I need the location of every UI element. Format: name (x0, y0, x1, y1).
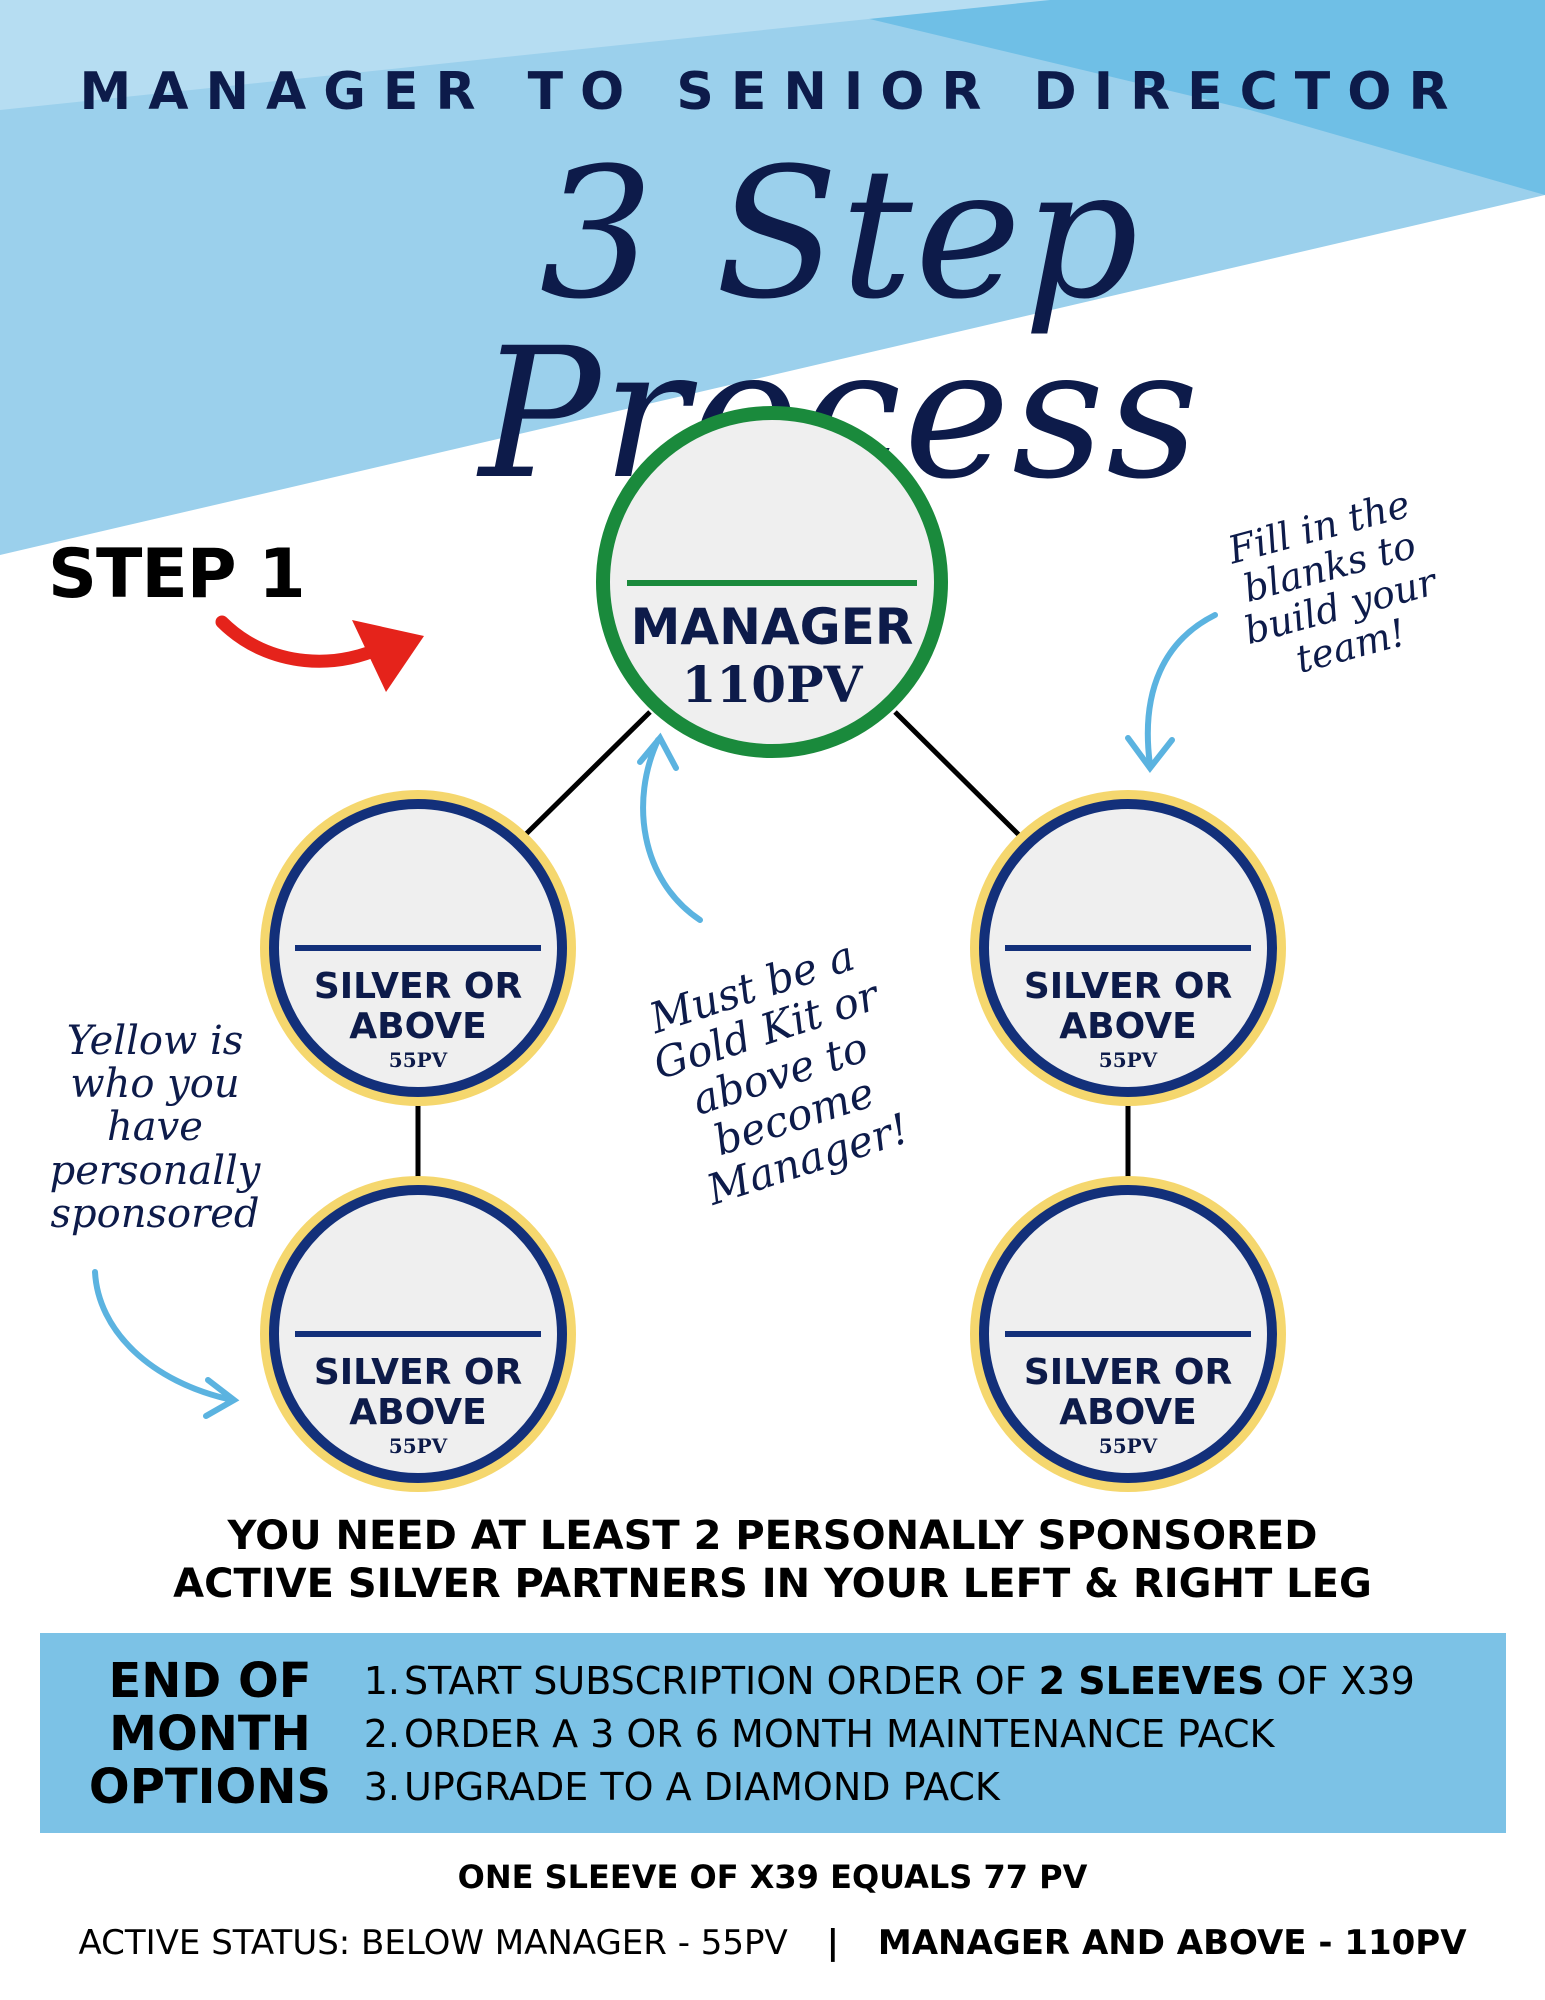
option-number: 2. (363, 1712, 400, 1756)
silver-node-line2: ABOVE (349, 1391, 487, 1433)
options-title-line: MONTH (109, 1705, 311, 1762)
silver-node-pv: 55PV (1098, 1048, 1158, 1073)
option-number: 3. (363, 1765, 400, 1809)
silver-name-blank (1005, 945, 1251, 951)
connector-left (520, 710, 652, 840)
manager-node-pv: 110PV (681, 655, 863, 714)
blue-arrow-gold-icon (637, 732, 703, 923)
note-line: personally (49, 1147, 261, 1194)
option-number: 1. (363, 1659, 400, 1703)
step-label: STEP 1 (48, 535, 306, 614)
silver-name-blank (295, 1331, 541, 1337)
background-blue-accent (790, 0, 1545, 195)
silver-node-left-upper-ring: SILVER OR ABOVE 55PV (260, 790, 576, 1106)
option-text: ORDER A 3 OR 6 MONTH MAINTENANCE PACK (404, 1712, 1275, 1756)
blue-arrow-yellow-icon (92, 1269, 240, 1419)
sleeve-pv-note: ONE SLEEVE OF X39 EQUALS 77 PV (457, 1858, 1088, 1896)
manager-name-blank (627, 580, 917, 586)
option-bold-text: 2 SLEEVES (1038, 1659, 1265, 1703)
silver-node-left-upper: SILVER OR ABOVE 55PV (269, 799, 567, 1097)
silver-node-left-lower-ring: SILVER OR ABOVE 55PV (260, 1176, 576, 1492)
connector-right (893, 710, 1024, 840)
note-line: Yellow is (66, 1018, 244, 1064)
requirement-line: YOU NEED AT LEAST 2 PERSONALLY SPONSORED (227, 1513, 1318, 1559)
silver-node-right-lower-ring: SILVER OR ABOVE 55PV (970, 1176, 1286, 1492)
background-blue-band (0, 0, 1545, 555)
silver-name-blank (295, 945, 541, 951)
silver-node-pv: 55PV (1098, 1434, 1158, 1459)
silver-node-line1: SILVER OR (1023, 966, 1233, 1007)
options-list: 1. START SUBSCRIPTION ORDER OF 2 SLEEVES… (360, 1655, 1500, 1814)
active-status-manager-above: MANAGER AND ABOVE - 110PV (877, 1923, 1467, 1963)
note-line: have (107, 1104, 203, 1151)
note-yellow-sponsored: Yellow is who you have personally sponso… (30, 1018, 280, 1237)
blue-arrow-fill-icon (1125, 612, 1218, 773)
option-text-end: OF X39 (1264, 1659, 1415, 1703)
silver-node-line2: ABOVE (1059, 1005, 1197, 1047)
silver-node-line1: SILVER OR (313, 966, 523, 1007)
requirement-line: ACTIVE SILVER PARTNERS IN YOUR LEFT & RI… (173, 1561, 1372, 1607)
active-status-separator: | (826, 1923, 840, 1963)
active-status-below-manager: ACTIVE STATUS: BELOW MANAGER - 55PV (78, 1923, 788, 1963)
silver-node-line1: SILVER OR (313, 1352, 523, 1393)
option-item: 3. UPGRADE TO A DIAMOND PACK (360, 1761, 1500, 1814)
page-title: MANAGER TO SENIOR DIRECTOR (79, 62, 1466, 122)
options-panel (40, 1633, 1506, 1833)
note-line: sponsored (50, 1190, 260, 1237)
option-item: 2. ORDER A 3 OR 6 MONTH MAINTENANCE PACK (360, 1708, 1500, 1761)
manager-node: MANAGER 110PV (596, 406, 948, 758)
requirement-text: YOU NEED AT LEAST 2 PERSONALLY SPONSORED… (0, 1512, 1545, 1608)
option-text: UPGRADE TO A DIAMOND PACK (404, 1765, 1000, 1809)
silver-node-right-lower: SILVER OR ABOVE 55PV (979, 1185, 1277, 1483)
options-title: END OF MONTH OPTIONS (60, 1655, 360, 1813)
silver-node-pv: 55PV (388, 1048, 448, 1073)
silver-node-line2: ABOVE (1059, 1391, 1197, 1433)
option-item: 1. START SUBSCRIPTION ORDER OF 2 SLEEVES… (360, 1655, 1500, 1708)
silver-node-line2: ABOVE (349, 1005, 487, 1047)
silver-node-right-upper-ring: SILVER OR ABOVE 55PV (970, 790, 1286, 1106)
script-title: 3 Step Process (479, 130, 1201, 519)
background-blue-light (0, 0, 1050, 110)
silver-node-right-upper: SILVER OR ABOVE 55PV (979, 799, 1277, 1097)
silver-node-pv: 55PV (388, 1434, 448, 1459)
note-line: who you (70, 1061, 240, 1108)
option-text: START SUBSCRIPTION ORDER OF (404, 1659, 1039, 1703)
silver-node-left-lower: SILVER OR ABOVE 55PV (269, 1185, 567, 1483)
manager-node-title: MANAGER (630, 598, 914, 656)
silver-name-blank (1005, 1331, 1251, 1337)
active-status-line: ACTIVE STATUS: BELOW MANAGER - 55PV | MA… (0, 1923, 1545, 1963)
silver-node-line1: SILVER OR (1023, 1352, 1233, 1393)
options-title-line: OPTIONS (88, 1758, 332, 1815)
step-red-arrow-icon (215, 615, 424, 692)
options-title-line: END OF (108, 1653, 312, 1709)
